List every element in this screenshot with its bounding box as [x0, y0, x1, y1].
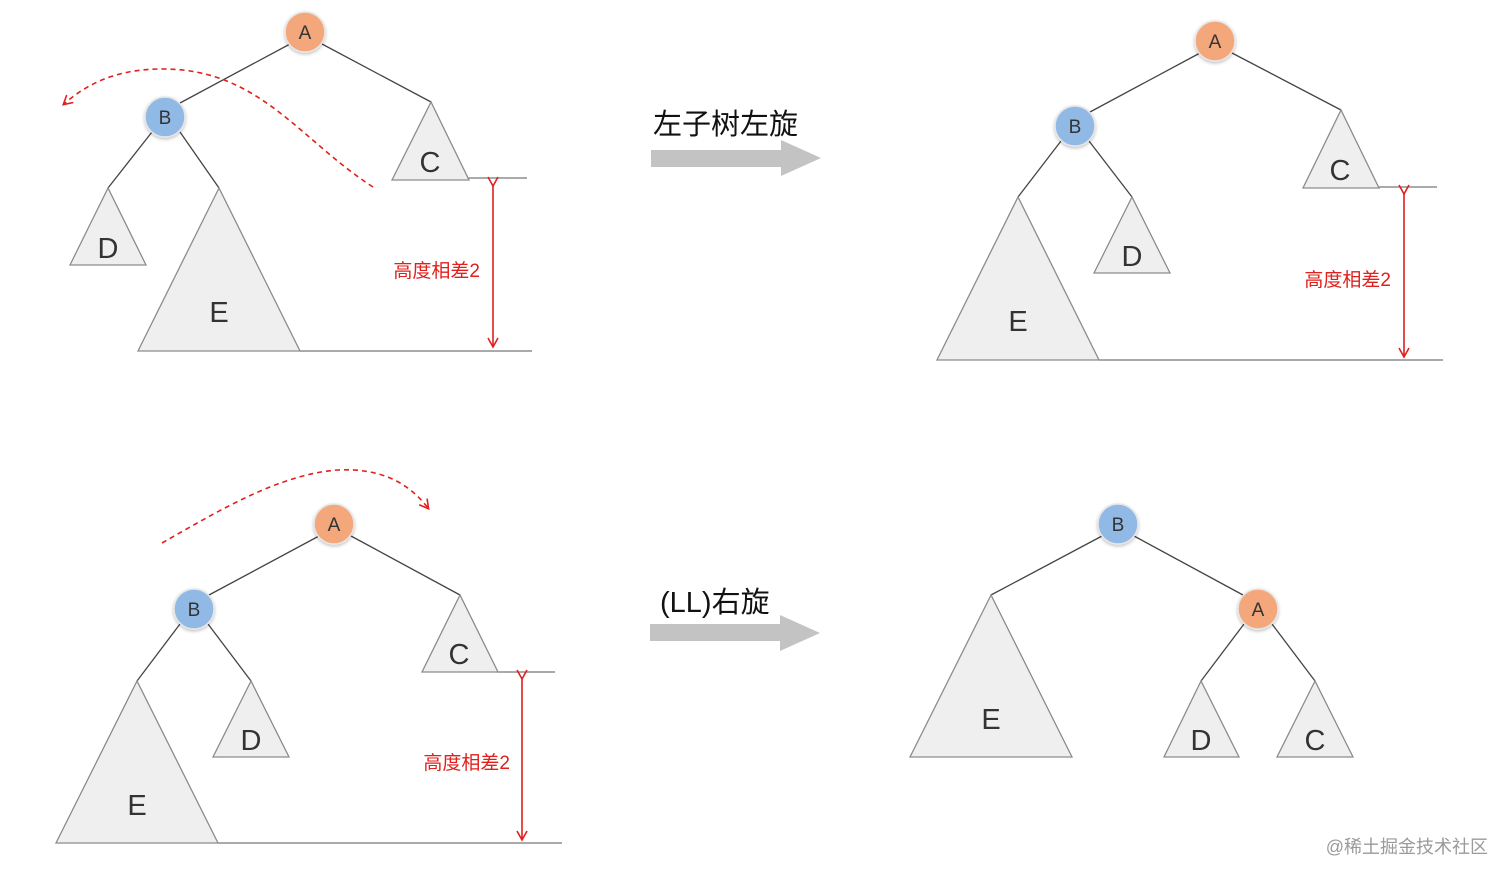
subtree-d-triangle [211, 679, 291, 758]
edge-a-b [1089, 52, 1201, 113]
subtree-d-label: D [98, 233, 119, 265]
edge-a-b [179, 43, 291, 104]
node-b-circle [1097, 503, 1139, 545]
subtree-e-label: E [1008, 306, 1027, 338]
node-b-circle [1054, 105, 1096, 147]
node-a-circle [284, 11, 326, 53]
node-b-circle [173, 588, 215, 630]
height-difference-label: 高度相差2 [393, 260, 480, 282]
subtree-d-triangle [68, 186, 148, 266]
edge-b-e [990, 535, 1103, 596]
subtree-e-triangle [54, 679, 220, 844]
edge-b-d [107, 131, 153, 189]
subtree-c-label: C [449, 639, 470, 671]
subtree-c-triangle [420, 593, 500, 673]
subtree-e-label: E [981, 704, 1000, 736]
edge-a-c [321, 43, 432, 103]
edge-a-c [1271, 623, 1316, 682]
dashed-curved-arrow-icon [161, 469, 430, 544]
subtree-c-triangle [390, 100, 471, 181]
subtree-e-label: E [127, 790, 146, 822]
edge-a-b [208, 535, 320, 596]
edge-b-e [179, 131, 220, 189]
node-a-label: A [328, 515, 341, 536]
watermark-text: @稀土掘金技术社区 [1326, 837, 1488, 857]
subtree-d-triangle [1092, 195, 1172, 274]
edge-b-e [136, 623, 181, 682]
subtree-d-label: D [1122, 241, 1143, 273]
edge-a-c [350, 535, 461, 596]
subtree-c-label: C [1305, 725, 1326, 757]
node-b-label: B [1112, 515, 1125, 536]
subtree-c-triangle [1301, 108, 1381, 189]
node-a-label: A [1209, 32, 1222, 53]
row1-operation: 左子树左旋 [651, 108, 821, 176]
node-a-circle [1194, 20, 1236, 62]
row1-before-tree: C D E A B 高度相差2 [62, 11, 532, 352]
row2-before-tree: C D E A B 高度相差2 [54, 469, 562, 844]
edge-b-d [1088, 140, 1133, 198]
edge-a-d [1200, 623, 1245, 682]
operation-label: (LL)右旋 [660, 586, 770, 619]
node-b-label: B [188, 600, 201, 621]
edge-b-d [207, 623, 252, 682]
subtree-e-label: E [209, 297, 228, 329]
operation-label: 左子树左旋 [653, 108, 798, 141]
subtree-c-triangle [1275, 679, 1355, 758]
subtree-d-triangle [1162, 679, 1241, 758]
node-a-label: A [299, 23, 312, 44]
block-arrow-right-icon [650, 615, 820, 651]
edge-a-c [1231, 52, 1342, 111]
subtree-c-label: C [1330, 155, 1351, 187]
row2-operation: (LL)右旋 [650, 586, 820, 651]
node-a-circle [313, 503, 355, 545]
node-b-circle [144, 96, 186, 138]
subtree-d-label: D [1191, 725, 1212, 757]
edge-b-a [1133, 535, 1244, 596]
subtree-e-triangle [136, 186, 302, 352]
subtree-e-triangle [908, 593, 1074, 758]
dashed-curved-arrow-icon [62, 68, 374, 188]
subtree-d-label: D [241, 725, 262, 757]
node-b-label: B [1069, 117, 1082, 138]
edge-b-e [1017, 140, 1062, 198]
row2-after-tree: E D C B A [908, 503, 1355, 758]
row1-after-tree: C D E A B 高度相差2 [935, 20, 1443, 361]
node-a-label: A [1252, 600, 1265, 621]
node-b-label: B [159, 108, 172, 129]
height-difference-label: 高度相差2 [423, 752, 510, 774]
node-a-circle [1237, 588, 1279, 630]
subtree-c-label: C [420, 147, 441, 179]
block-arrow-right-icon [651, 140, 821, 176]
subtree-e-triangle [935, 195, 1101, 361]
height-difference-label: 高度相差2 [1304, 269, 1391, 291]
